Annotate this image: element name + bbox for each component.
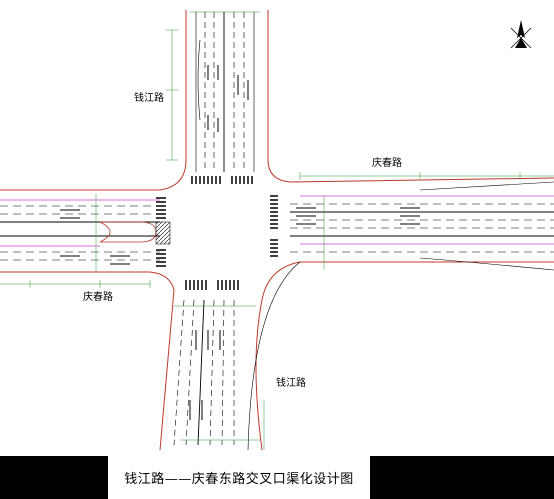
title-box: 钱江路——庆春东路交叉口渠化设计图 [108, 456, 370, 499]
east-median-pink [300, 195, 554, 245]
east-lane-arrows [296, 207, 420, 225]
south-crosswalk [185, 280, 239, 290]
label-qianjiang-north: 钱江路 [134, 91, 164, 104]
label-qiangchun-west: 庆春路 [83, 290, 113, 303]
east-arm [261, 172, 554, 301]
north-arm [0, 10, 554, 191]
east-crosswalk [270, 195, 278, 257]
north-dimensions [166, 11, 260, 161]
east-dimensions [299, 172, 554, 270]
south-lane-arrows [189, 330, 221, 420]
south-dimensions [174, 305, 265, 450]
north-curb-left [0, 10, 187, 191]
south-curb-left [159, 289, 175, 451]
label-qianjiang-south: 钱江路 [276, 376, 306, 389]
north-curb-right [267, 10, 554, 183]
title-bar: 钱江路——庆春东路交叉口渠化设计图 [0, 456, 554, 499]
west-dimensions [0, 194, 151, 288]
north-lane-arrows [207, 65, 249, 132]
west-arm [0, 194, 175, 291]
label-qiangchun-east: 庆春路 [372, 156, 402, 169]
north-crosswalk [191, 176, 253, 184]
west-lane-arrows [60, 209, 130, 265]
west-hatched-island [155, 221, 171, 245]
north-arrow-icon [510, 20, 532, 49]
west-crosswalk [156, 197, 166, 267]
south-arm [159, 261, 301, 451]
west-island [99, 221, 157, 243]
west-curb-lower [0, 271, 175, 291]
drawing-title: 钱江路——庆春东路交叉口渠化设计图 [124, 472, 354, 487]
intersection-drawing: 钱江路 庆春路 庆春路 钱江路 [0, 10, 554, 451]
south-curb-right [255, 299, 263, 451]
east-curb-lower [261, 261, 554, 301]
west-median-pink [0, 199, 160, 247]
